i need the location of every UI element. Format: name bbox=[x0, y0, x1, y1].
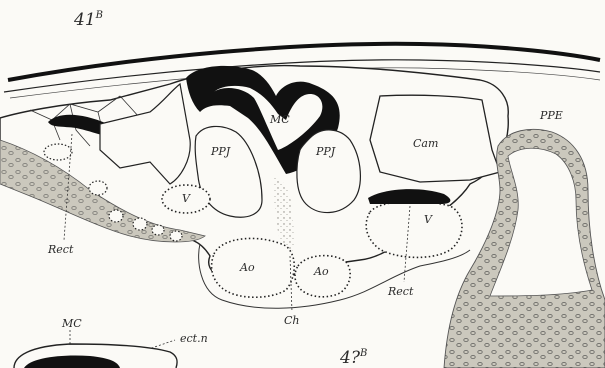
plate-number-bottom: 4?B bbox=[340, 350, 367, 367]
v-right-chamber bbox=[366, 201, 462, 257]
label-ect-n: ect.n bbox=[180, 333, 208, 344]
label-ppj-right: PPJ bbox=[316, 146, 335, 157]
label-ppj-left: PPJ bbox=[211, 146, 230, 157]
plate-number-top: 41B bbox=[74, 12, 103, 29]
ppj-right-region bbox=[297, 130, 360, 213]
label-v-right: V bbox=[424, 214, 432, 225]
label-ao-right: Ao bbox=[314, 266, 329, 277]
label-ppe: PPE bbox=[540, 110, 563, 121]
label-mc-lower: MC bbox=[62, 318, 82, 329]
label-v-left: V bbox=[182, 193, 190, 204]
label-ch: Ch bbox=[284, 315, 300, 326]
label-ao-left: Ao bbox=[240, 262, 255, 273]
label-rect-right: Rect bbox=[388, 286, 413, 297]
label-rect-left: Rect bbox=[48, 244, 73, 255]
label-mc: MC bbox=[270, 114, 290, 125]
label-cam: Cam bbox=[413, 138, 438, 149]
